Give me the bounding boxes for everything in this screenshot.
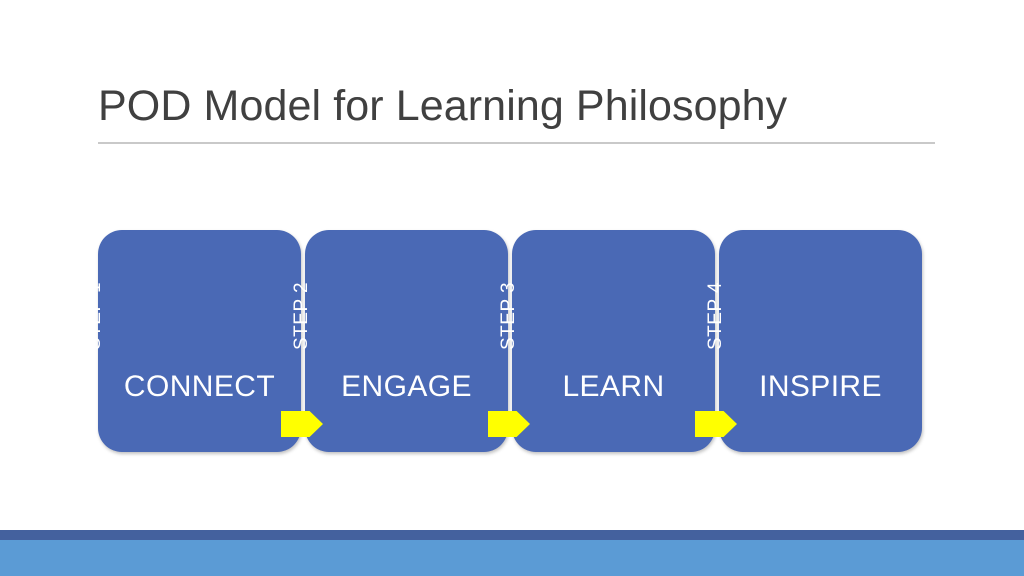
footer-bar-light <box>0 540 1024 576</box>
process-step-3[interactable]: STEP 3 LEARN <box>498 230 715 452</box>
step-1-number: STEP 1 <box>84 281 105 350</box>
page-title: POD Model for Learning Philosophy <box>98 82 788 130</box>
process-step-2[interactable]: STEP 2 ENGAGE <box>291 230 508 452</box>
step-4-number: STEP 4 <box>705 281 726 350</box>
footer-bar-dark <box>0 530 1024 540</box>
step-1-number-wrap: STEP 1 <box>84 244 134 350</box>
step-2-label: ENGAGE <box>341 370 472 403</box>
process-step-4[interactable]: STEP 4 INSPIRE <box>705 230 922 452</box>
step-4-number-wrap: STEP 4 <box>705 244 755 350</box>
step-2-number: STEP 2 <box>291 281 312 350</box>
title-block: POD Model for Learning Philosophy <box>98 78 935 144</box>
step-3-number-wrap: STEP 3 <box>498 244 548 350</box>
step-2-number-wrap: STEP 2 <box>291 244 341 350</box>
step-3-number: STEP 3 <box>498 281 519 350</box>
process-diagram: STEP 1 CONNECT STEP 2 ENGAGE STEP 3 LEAR… <box>84 230 926 452</box>
step-3-label: LEARN <box>562 370 665 403</box>
process-step-1[interactable]: STEP 1 CONNECT <box>84 230 301 452</box>
step-1-label: CONNECT <box>123 370 276 403</box>
title-underline-rule <box>98 142 935 144</box>
step-4-label: INSPIRE <box>759 370 882 403</box>
